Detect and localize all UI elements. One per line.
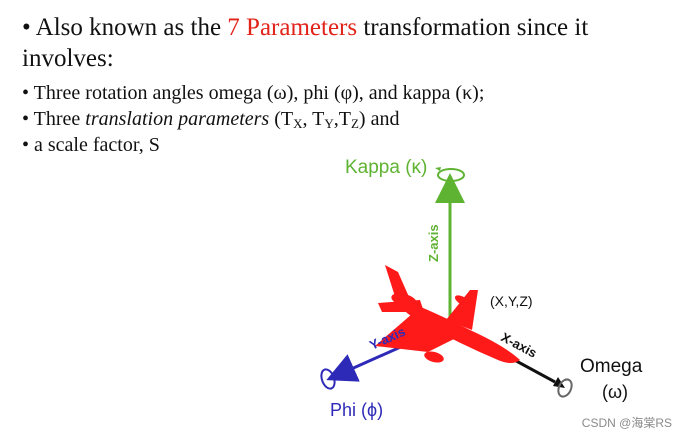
bullet-involves: involves: (22, 45, 114, 73)
scale-factor-text: a scale factor, S (34, 134, 160, 156)
bullet-marker: • (22, 14, 31, 41)
bullet-marker: • (22, 82, 30, 104)
xyz-label: (X,Y,Z) (490, 293, 533, 309)
phi-rotation-icon (320, 368, 336, 390)
z-axis-label: Z-axis (426, 224, 441, 262)
translation-symbols: (TX, TY,TZ) and (274, 108, 400, 131)
bullet-scale-factor: • a scale factor, S (22, 134, 160, 157)
rotation-angles-text: Three rotation angles omega (ω), phi (φ)… (33, 82, 485, 104)
line4-before: Three (33, 108, 81, 130)
omega-symbol: (ω) (602, 382, 628, 402)
line1-after: transformation since it (363, 14, 589, 41)
seven-parameters-highlight: 7 Parameters (227, 14, 358, 41)
bullet-rotation-angles: • Three rotation angles omega (ω), phi (… (22, 82, 484, 105)
omega-rotation-icon (557, 378, 573, 398)
bullet-marker: • (22, 108, 30, 130)
line2-text: involves: (22, 45, 114, 72)
omega-label: Omega (580, 356, 643, 377)
line1-before: Also known as the (35, 14, 222, 41)
phi-label: Phi (ϕ) (330, 400, 383, 420)
kappa-label: Kappa (κ) (345, 157, 427, 178)
translation-parameters-italic: translation parameters (85, 108, 270, 130)
bullet-seven-parameters: • Also known as the 7 Parameters transfo… (22, 14, 588, 42)
watermark: CSDN @海棠RS (581, 416, 672, 430)
bullet-translation-parameters: • Three translation parameters (TX, TY,T… (22, 108, 399, 132)
bullet-marker: • (22, 134, 30, 156)
kappa-rotation-icon (437, 168, 465, 182)
aircraft-icon (375, 265, 520, 363)
